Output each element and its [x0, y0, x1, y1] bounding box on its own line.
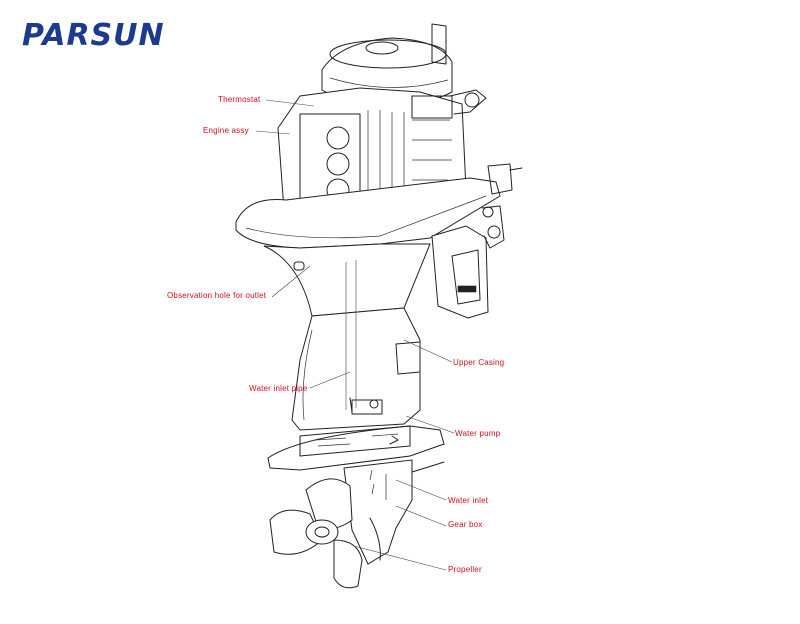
leader-engine-assy — [255, 130, 291, 135]
leader-water-inlet — [395, 479, 447, 501]
leader-upper-casing — [403, 339, 453, 363]
bottom-cowl — [235, 163, 523, 249]
gear-box — [343, 459, 445, 565]
label-thermostat: Thermostat — [218, 95, 261, 104]
label-gear-box: Gear box — [448, 520, 483, 529]
label-water-pump: Water pump — [455, 429, 501, 438]
leader-lines — [255, 99, 455, 571]
leader-water-inlet-pipe — [309, 371, 351, 389]
label-observation-hole: Observation hole for outlet — [167, 291, 267, 300]
leader-water-pump — [405, 415, 455, 434]
label-upper-casing: Upper Casing — [453, 358, 505, 367]
parsun-logo: PARSUN — [22, 18, 165, 54]
leader-propeller — [353, 545, 447, 571]
leader-observation-hole — [271, 265, 311, 298]
leader-thermostat — [265, 99, 315, 107]
label-water-inlet: Water inlet — [448, 496, 489, 505]
propeller — [269, 478, 363, 589]
cavitation-plate — [267, 425, 445, 471]
upper-casing — [291, 260, 421, 431]
leader-gear-box — [395, 505, 447, 527]
label-engine-assy: Engine assy — [203, 126, 249, 135]
label-propeller: Propeller — [448, 565, 482, 574]
logo-text: PARSUN — [22, 18, 165, 53]
swivel-bracket — [263, 205, 505, 319]
label-water-inlet-pipe: Water inlet pipe — [249, 384, 308, 393]
